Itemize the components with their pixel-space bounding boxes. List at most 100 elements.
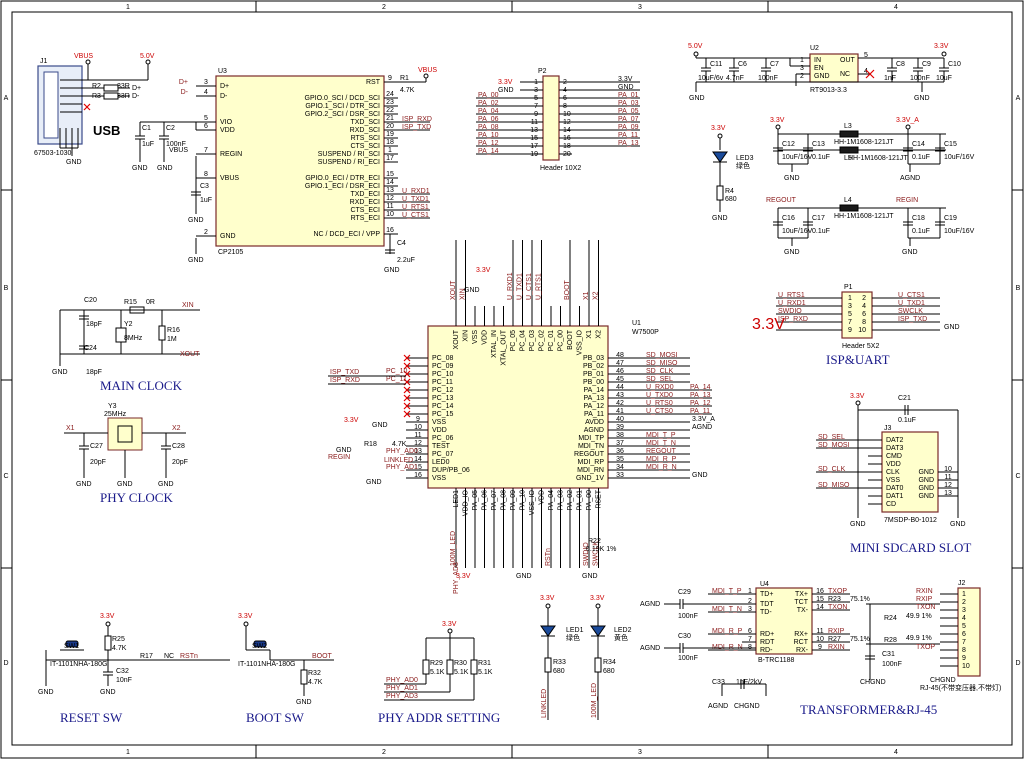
transformer-title: TRANSFORMER&RJ-45 [800, 702, 937, 717]
p2-pin-net: PA_13 [618, 140, 639, 147]
filter-cap-ref: C17 [812, 215, 825, 222]
filter-cap-value: 0.1uF [812, 228, 830, 235]
tr-agnd: AGND [640, 601, 660, 608]
col-label: 2 [382, 4, 386, 11]
u1-pin-net: U_RXD0 [646, 384, 674, 391]
u1-pin-number: 44 [616, 384, 624, 391]
rj45-pin-number: 4 [962, 615, 966, 622]
u1-r22-value: 6.19K 1% [586, 546, 616, 553]
tr-pin-number: 9 [818, 644, 822, 651]
u1-pin-name: PA_04 [548, 490, 555, 511]
tr-pin-name: RD+ [760, 631, 774, 638]
row-label: D [3, 660, 8, 667]
u1-pin-name: VSS_IO [529, 489, 536, 515]
u3-gnd-label: GND [132, 165, 148, 172]
u1-pin-name: PC_15 [432, 411, 454, 418]
boot-sw-part: IT-1101NHA-180G [238, 661, 295, 668]
led3-r-value: 680 [725, 196, 737, 203]
led3-gnd: GND [712, 215, 728, 222]
u1-pin-name: PA_11 [584, 411, 604, 418]
clock-xin: XIN [182, 302, 194, 309]
u2-pin-out: OUT [840, 57, 856, 64]
u1-pin-name: TEST [432, 443, 451, 450]
rj45-ref: J2 [958, 580, 966, 587]
p2-pin-net: PA_09 [618, 124, 639, 131]
u3-pin-name: CTS_SCI [350, 143, 380, 150]
u3-pin-name: RTS_ECI [351, 215, 380, 222]
u1-pin-name: PA_05 [472, 490, 479, 511]
u2-cap-value: 4.7nF [726, 75, 744, 82]
u1-pin-net: MDI_R_P [646, 456, 677, 463]
phy-addr-res-ref: R31 [478, 660, 491, 667]
sdcard-pin-net: SD_CLK [818, 466, 846, 473]
usb-r3-value: 33R [117, 93, 130, 100]
p2-pin-net: PA_01 [618, 92, 639, 99]
u1-pin-name: PC_04 [520, 330, 527, 352]
tr-c33-value: 1nF/2kV [736, 679, 762, 686]
u1-pin-name: VDD [432, 427, 447, 434]
p1-pin-net: U_RTS1 [778, 292, 805, 299]
usb-block: J1 67503-1030 USB GND VBUS 5.0V R2 33R R… [34, 53, 155, 166]
led1-3v3: 3.3V [540, 595, 555, 602]
u3-pin-number: 10 [386, 211, 394, 218]
phy-c28-ref: C28 [172, 443, 185, 450]
filter-caps: C1210uF/16VC130.1uFC140.1uFC1510uF/16VC1… [773, 141, 975, 235]
u3-pin-number: 2 [204, 229, 208, 236]
u2-cap-ref: C7 [770, 61, 779, 68]
u1-pin-name: PA_08 [501, 490, 508, 511]
filter-cap-ref: C14 [912, 141, 925, 148]
tr-pin-name: RDT [760, 639, 775, 646]
u1-pin-net: U_RTS1 [536, 273, 543, 300]
u1-pin-name: PB_00 [583, 379, 604, 386]
u1-pin-net: SD_SEL [646, 376, 673, 383]
p2-pin-number: 20 [563, 151, 571, 158]
u1-pin-name: XOUT [453, 329, 460, 349]
u3-body [215, 75, 385, 247]
u3-pin-net: D- [181, 89, 189, 96]
transformer-body [755, 587, 813, 655]
clock-c20-ref: C20 [84, 297, 97, 304]
u2-cap-value: 1nF [884, 75, 896, 82]
phy-x1: X1 [66, 425, 75, 432]
clock-xout: XOUT [180, 351, 200, 358]
clock-r15-ref: R15 [124, 299, 137, 306]
col-label: 4 [894, 4, 898, 11]
u1-pin-net: AGND [692, 424, 712, 431]
reset-gnd: GND [38, 689, 54, 696]
u1-pin-name: PA_00 [586, 490, 593, 511]
u1-pin-name: PA_02 [567, 490, 574, 511]
phy-clock-block: Y3 25MHz X1 X2 C27 20pF C28 20pF GND GND… [64, 403, 188, 505]
phy-addr-res-ref: R29 [430, 660, 443, 667]
u3-pin-number: 20 [386, 123, 394, 130]
filter-l4-ref: L4 [844, 197, 852, 204]
u1-body [427, 325, 609, 489]
u1-pin-number: 13 [414, 448, 422, 455]
rj45-pin-number: 2 [962, 599, 966, 606]
u3-pin-net: U_CTS1 [402, 212, 429, 219]
tr-c29-ref: C29 [678, 589, 691, 596]
u1-pin-name: AGND [584, 427, 604, 434]
usb-r2-value: 33R [117, 83, 130, 90]
phy-addr-3v3: 3.3V [442, 621, 457, 628]
row-label: A [1016, 95, 1021, 102]
sdcard-c21-ref: C21 [898, 395, 911, 402]
u3-c1-ref: C1 [142, 125, 151, 132]
u2-pin2-num: 2 [800, 73, 804, 80]
tr-c29-value: 100nF [678, 613, 698, 620]
p1-pin-net: SWDIO [778, 308, 802, 315]
u1-pin-name: LED0 [432, 459, 450, 466]
u3-pin-net: ISP_TXD [402, 124, 431, 131]
u3-pin-number: 16 [386, 227, 394, 234]
sdcard-gnd-pin-name: GND [918, 493, 934, 500]
filter-cap-ref: C12 [782, 141, 795, 148]
u3-pin-name: REGIN [220, 151, 242, 158]
tr-pin-number: 10 [816, 636, 824, 643]
clock-c24-ref: C24 [84, 345, 97, 352]
reset-sw-ref: SW1 [64, 643, 79, 650]
p1-pin-net: U_RXD1 [778, 300, 806, 307]
reset-3v3: 3.3V [100, 613, 115, 620]
u1-pin-name: RSET [596, 489, 603, 508]
u1-pin-number: 16 [414, 472, 422, 479]
